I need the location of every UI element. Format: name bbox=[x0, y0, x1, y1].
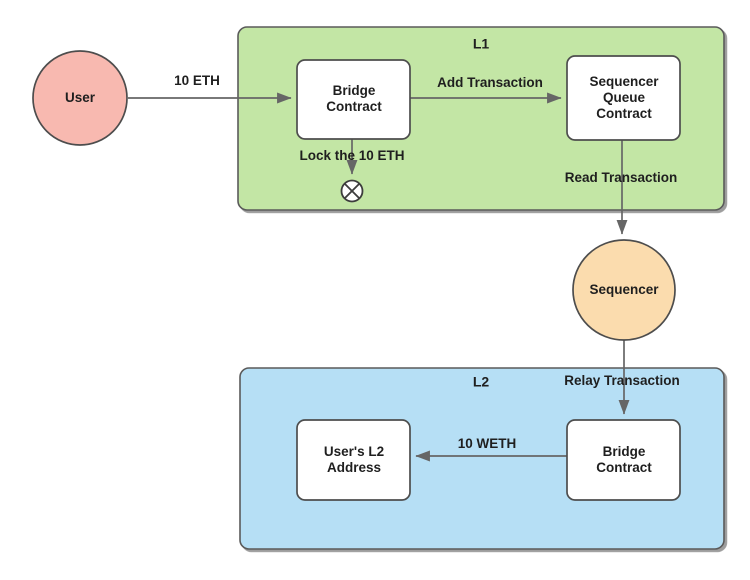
node-users-l2-address[interactable] bbox=[296, 419, 411, 501]
edge-label-read-transaction: Read Transaction bbox=[564, 170, 678, 186]
container-l1-label: L1 bbox=[472, 35, 490, 52]
edge-label-relay-transaction: Relay Transaction bbox=[564, 373, 680, 389]
edge-label-10-weth: 10 WETH bbox=[457, 436, 517, 452]
container-l2[interactable] bbox=[239, 367, 725, 550]
node-sequencer-queue-contract[interactable] bbox=[566, 55, 681, 141]
container-l2-label: L2 bbox=[472, 373, 490, 390]
lock-terminator-icon bbox=[340, 179, 364, 203]
edge-label-lock-the-10-eth: Lock the 10 ETH bbox=[299, 148, 405, 164]
node-l1-bridge-contract[interactable] bbox=[296, 59, 411, 140]
edge-label-10-eth: 10 ETH bbox=[174, 73, 220, 89]
edge-label-add-transaction: Add Transaction bbox=[437, 75, 543, 91]
node-sequencer-label: Sequencer bbox=[589, 282, 659, 298]
node-user-label: User bbox=[64, 90, 96, 106]
node-l2-bridge-contract[interactable] bbox=[566, 419, 681, 501]
node-sequencer[interactable] bbox=[572, 239, 676, 341]
node-user[interactable] bbox=[32, 50, 128, 146]
